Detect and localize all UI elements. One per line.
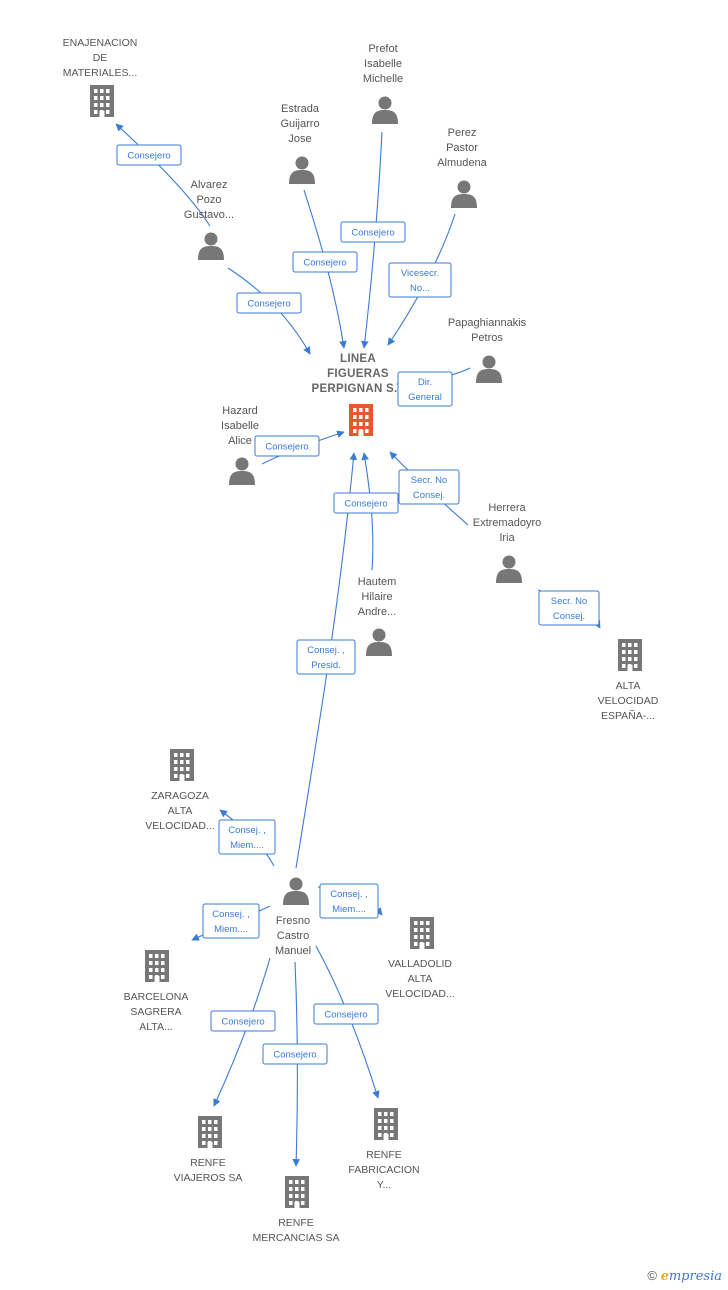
person-icon[interactable] <box>229 457 255 486</box>
edge-label-box[interactable]: Vicesecr.No... <box>388 262 452 298</box>
edge-label: Consej. ,Presid. <box>307 645 345 671</box>
edge-fresno-renfe_mercancias <box>292 961 301 1167</box>
edge-label: Consejero <box>247 299 290 310</box>
edge-label-box[interactable]: Consejero <box>313 1003 379 1025</box>
building-icon[interactable] <box>349 404 373 436</box>
edge-label: Consejero <box>265 442 308 453</box>
edge-label-box[interactable]: Consejero <box>210 1010 276 1032</box>
edge-label-box[interactable]: Consejero <box>333 492 399 514</box>
edge-alvarez-enajenacion <box>115 123 211 227</box>
building-icon[interactable] <box>410 917 434 949</box>
person-icon[interactable] <box>451 180 477 209</box>
edge-label: Consejero <box>351 228 394 239</box>
edge-label-box[interactable]: Consejero <box>236 292 302 314</box>
edge-label: Consejero <box>344 499 387 510</box>
edge-label: Consej. ,Miem.... <box>228 825 266 851</box>
person-icon[interactable] <box>476 355 502 384</box>
edge-label: Consej. ,Miem.... <box>212 909 250 935</box>
footer-brand[interactable]: © empresia <box>647 1268 722 1284</box>
edge-label: Consejero <box>221 1017 264 1028</box>
edge-label: Consej. ,Miem.... <box>330 889 368 915</box>
edge-label-box[interactable]: Consej. ,Miem.... <box>202 903 260 939</box>
building-icon[interactable] <box>618 639 642 671</box>
building-icon[interactable] <box>285 1176 309 1208</box>
edge-label-box[interactable]: Consejero <box>292 251 358 273</box>
edge-label: Dir.General <box>408 377 442 403</box>
edge-label-box[interactable]: Consejero <box>340 221 406 243</box>
person-icon[interactable] <box>198 232 224 261</box>
edge-label: Consejero <box>324 1010 367 1021</box>
person-icon[interactable] <box>283 877 309 906</box>
building-icon[interactable] <box>170 749 194 781</box>
person-icon[interactable] <box>372 96 398 125</box>
edge-label-box[interactable]: Dir.General <box>397 371 453 407</box>
person-icon[interactable] <box>366 628 392 657</box>
edge-labels-layer: ConsejeroConsejeroConsejeroConsejeroVice… <box>116 144 600 1065</box>
edge-label-box[interactable]: Consej. ,Presid. <box>296 639 356 675</box>
edge-label-box[interactable]: Consejero <box>254 435 320 457</box>
brand-logo: empresia <box>660 1269 722 1284</box>
edge-label: Consejero <box>273 1050 316 1061</box>
person-icon[interactable] <box>289 156 315 185</box>
edge-label-box[interactable]: Consejero <box>116 144 182 166</box>
edge-prefot-linea <box>360 131 383 349</box>
building-icon[interactable] <box>374 1108 398 1140</box>
edge-label: Consejero <box>127 151 170 162</box>
edge-label-box[interactable]: Consej. ,Miem.... <box>218 819 276 855</box>
copyright-symbol: © <box>647 1268 657 1283</box>
edge-label-box[interactable]: Consej. ,Miem.... <box>319 883 379 919</box>
building-icon[interactable] <box>198 1116 222 1148</box>
edge-label: Consejero <box>303 258 346 269</box>
edge-label: Vicesecr.No... <box>401 268 439 294</box>
edge-label-box[interactable]: Consejero <box>262 1043 328 1065</box>
building-icon[interactable] <box>145 950 169 982</box>
edge-fresno-renfe_viajeros <box>213 957 271 1107</box>
building-icon[interactable] <box>90 85 114 117</box>
person-icon[interactable] <box>496 555 522 584</box>
